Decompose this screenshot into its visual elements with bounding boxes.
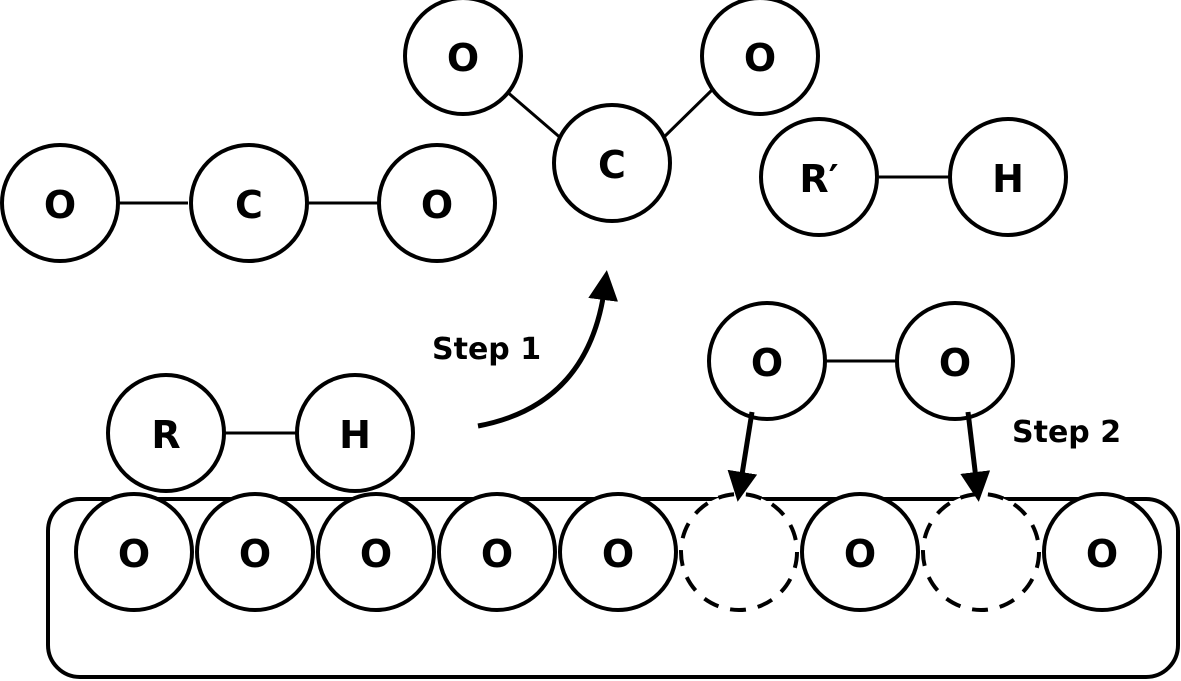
atom-label: R [151,413,180,457]
atom-label: R′ [799,157,838,201]
atom-c: C [552,103,672,223]
atom-label: O [44,183,76,227]
atom-label: O [744,36,776,80]
atom-label: O [447,36,479,80]
atom-o: O [707,301,827,421]
atom-label: O [421,183,453,227]
atom-c: C [189,143,309,263]
atom-label: C [235,183,263,227]
atom-label: O [239,532,271,576]
co2-bent-molecule: O C O [403,0,820,223]
surface-oxygen: O [1042,492,1162,612]
surface-oxygen: O [74,492,194,612]
atom-o: O [0,143,120,263]
atom-label: O [751,341,783,385]
surface-oxygen: O [195,492,315,612]
atom-label: H [339,413,371,457]
surface-oxygen: O [558,492,678,612]
atom-label: H [992,157,1024,201]
surface-oxygen: O [800,492,920,612]
atom-o: O [403,0,523,116]
step1-label: Step 1 [432,332,541,367]
atom-label: O [118,532,150,576]
atom-o: O [377,143,497,263]
surface-oxygen: O [437,492,557,612]
step2-label: Step 2 [1012,415,1121,450]
atom-h: H [948,117,1068,237]
step2-arrow-right [960,411,991,502]
oxygen-vacancy [679,492,799,612]
co2-linear-molecule: O C O [0,143,497,263]
surface-oxygen: O [316,492,436,612]
atom-label: O [602,532,634,576]
r-prime-h-molecule: R′ H [759,117,1068,237]
atom-r: R [106,373,226,493]
step2-arrow-left [727,411,758,502]
atom-label: O [360,532,392,576]
atom-label: O [939,341,971,385]
bond [659,88,714,142]
step1-arrow [477,270,619,429]
rh-molecule: R H [106,373,415,493]
atom-label: O [844,532,876,576]
atom-o: O [895,301,1015,421]
atom-r-prime: R′ [759,117,879,237]
atom-label: O [481,532,513,576]
atom-h: H [295,373,415,493]
atom-label: C [598,143,626,187]
bond [504,88,564,142]
atom-label: O [1086,532,1118,576]
atom-o: O [700,0,820,116]
oxygen-vacancy [921,492,1041,612]
o2-molecule: O O [707,301,1015,421]
